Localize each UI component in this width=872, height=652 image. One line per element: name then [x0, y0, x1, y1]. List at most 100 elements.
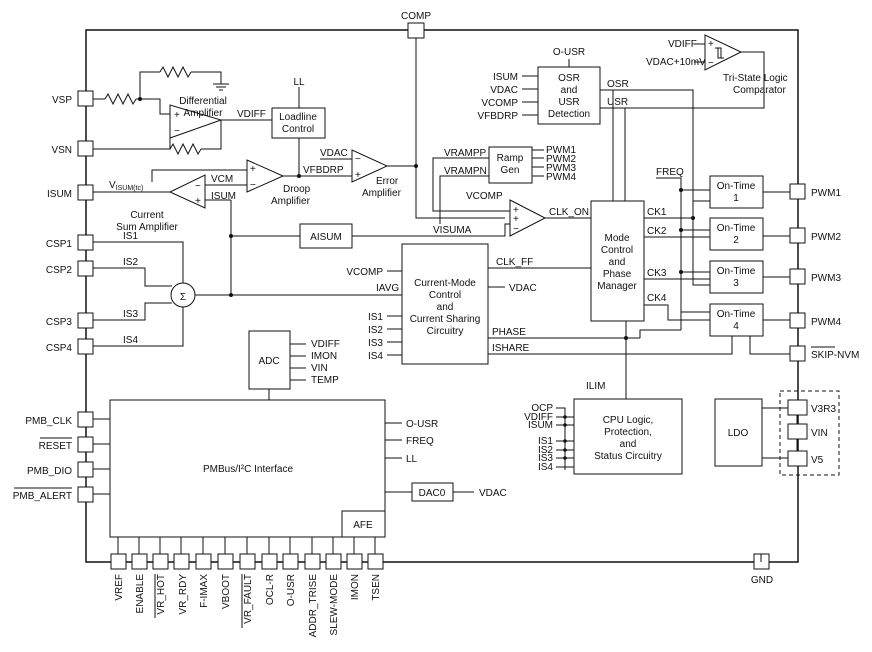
diff-amp-label-1: Differential — [179, 96, 227, 107]
cm-label-2: Control — [429, 290, 461, 301]
pin-label-vr-fault: VR_FAULT — [243, 574, 254, 624]
clk-cmp-plus-2: + — [513, 214, 519, 225]
signal-pm-ousr: O-USR — [406, 419, 438, 430]
err-amp-plus: + — [355, 170, 361, 181]
ramp-generator: Ramp Gen PWM1 PWM2 PWM3 PWM4 VRAMPP VRAM… — [432, 145, 576, 224]
pin-label-reset: RESET — [39, 441, 72, 452]
mode-ctrl-label-3: and — [609, 257, 626, 268]
diff-amp-plus: + — [174, 110, 180, 121]
diff-amp-minus: − — [174, 126, 180, 137]
signal-cpu-is1: IS1 — [538, 436, 553, 447]
on-time-4-label-2: 4 — [733, 321, 739, 332]
pin-label-pwm2: PWM2 — [811, 232, 841, 243]
signal-ishare: ISHARE — [492, 343, 530, 354]
signal-vdac-err: VDAC — [320, 148, 348, 159]
signal-cpu-is4: IS4 — [538, 462, 553, 473]
pin-label-vsp: VSP — [52, 95, 72, 106]
ldo-block: LDO — [714, 398, 798, 467]
signal-isum-internal: ISUM — [211, 191, 236, 202]
signal-osr-isum: ISUM — [493, 72, 518, 83]
afe-label: AFE — [353, 520, 373, 531]
signal-ck1: CK1 — [647, 207, 667, 218]
on-time-2-label-2: 2 — [733, 235, 739, 246]
cpu-logic-block: CPU Logic, Protection, and Status Circui… — [524, 398, 683, 475]
pin-label-v5: V5 — [811, 455, 824, 466]
pin-label-ocl-r: OCL-R — [265, 574, 276, 605]
pin-vsp: VSP — [52, 90, 94, 107]
droop-amp-minus: − — [250, 180, 256, 191]
pin-label-csp2: CSP2 — [46, 265, 73, 276]
csum-amp-minus: − — [195, 181, 201, 192]
on-time-4-label-1: On-Time — [717, 309, 756, 320]
signal-cm-is1: IS1 — [368, 312, 383, 323]
clk-on-comparator: + + − CLK_ON — [509, 199, 591, 237]
dac0-label: DAC0 — [419, 488, 446, 499]
signal-tri-vdiff: VDIFF — [668, 39, 697, 50]
signal-ck2: CK2 — [647, 226, 667, 237]
mode-control-phase-manager: Mode Control and Phase Manager — [590, 200, 645, 322]
on-time-1-label-1: On-Time — [717, 181, 756, 192]
signal-osr-vcomp: VCOMP — [481, 98, 518, 109]
pin-pwm1: PWM1 — [789, 183, 841, 200]
cpu-label-3: and — [620, 439, 637, 450]
on-time-2: On-Time 2 — [709, 217, 790, 251]
current-mode-control: Current-Mode Control and Current Sharing… — [346, 243, 733, 365]
signal-pm-ll: LL — [406, 454, 418, 465]
pin-label-pwm3: PWM3 — [811, 273, 841, 284]
pin-label-pwm1: PWM1 — [811, 188, 841, 199]
signal-is4: IS4 — [123, 335, 138, 346]
signal-vdiff: VDIFF — [237, 109, 266, 120]
freq-bus: FREQ — [656, 167, 710, 330]
signal-adc-vin: VIN — [311, 363, 328, 374]
pin-label-slew-mode: SLEW-MODE — [329, 574, 340, 636]
signal-is2: IS2 — [123, 257, 138, 268]
osr-label-3: USR — [558, 97, 579, 108]
external-supply-box — [779, 390, 840, 476]
pin-pmb-alert: PMB_ALERT — [13, 486, 94, 503]
pin-label-imon: IMON — [350, 574, 361, 600]
signal-o-usr: O-USR — [553, 47, 585, 58]
signal-vrampn: VRAMPN — [444, 166, 487, 177]
signal-pwm3-in: PWM3 — [546, 163, 576, 174]
cm-label-3: and — [437, 302, 454, 313]
signal-vfbdrp: VFBDRP — [303, 165, 344, 176]
signal-cm-is3: IS3 — [368, 338, 383, 349]
on-time-3-label-1: On-Time — [717, 266, 756, 277]
pin-label-vr-rdy: VR_RDY — [178, 574, 189, 615]
droop-amp-label-1: Droop — [283, 184, 311, 195]
pin-isum: ISUM — [47, 184, 94, 201]
droop-amp-label-2: Amplifier — [271, 196, 311, 207]
signal-cpu-vdiff: VDIFF — [524, 412, 553, 423]
pin-csp3: CSP3 — [46, 312, 94, 329]
pin-label-vboot: VBOOT — [221, 574, 232, 609]
cpu-label-1: CPU Logic, — [603, 415, 654, 426]
osr-label-4: Detection — [548, 109, 590, 120]
csum-amp-label-2: Sum Amplifier — [116, 222, 178, 233]
signal-cpu-ocp: OCP — [531, 403, 553, 414]
pin-label-f-imax: F-IMAX — [199, 574, 210, 608]
pin-label-addr-trise: ADDR_TRISE — [308, 574, 319, 638]
pin-label-csp3: CSP3 — [46, 317, 73, 328]
loadline-label-2: Control — [282, 124, 314, 135]
loadline-control: LL Loadline Control — [271, 77, 326, 175]
signal-clk-on: CLK_ON — [549, 207, 589, 218]
pin-label-vsn: VSN — [51, 145, 72, 156]
pin-label-enable: ENABLE — [135, 574, 146, 614]
on-time-3-label-2: 3 — [733, 278, 739, 289]
signal-clk-ff: CLK_FF — [496, 257, 533, 268]
mode-ctrl-label-5: Manager — [597, 281, 637, 292]
mode-ctrl-label-1: Mode — [604, 233, 629, 244]
signal-vcomp-cm: VCOMP — [346, 267, 383, 278]
tri-cmp-plus: + — [708, 39, 714, 50]
pin-label-pmb-clk: PMB_CLK — [25, 416, 72, 427]
ck-lines: CK1 CK2 CK3 CK4 — [644, 200, 710, 321]
cm-label-5: Circuitry — [427, 326, 464, 337]
signal-is1: IS1 — [123, 231, 138, 242]
tristate-comparator: VDIFF VDAC+10mV + − Tri-State Logic Comp… — [646, 34, 788, 96]
signal-pm-freq: FREQ — [406, 436, 434, 447]
signal-is3: IS3 — [123, 309, 138, 320]
pin-vsn: VSN — [51, 140, 94, 157]
pin-label-pwm4: PWM4 — [811, 317, 841, 328]
on-time-1-label-2: 1 — [733, 193, 739, 204]
